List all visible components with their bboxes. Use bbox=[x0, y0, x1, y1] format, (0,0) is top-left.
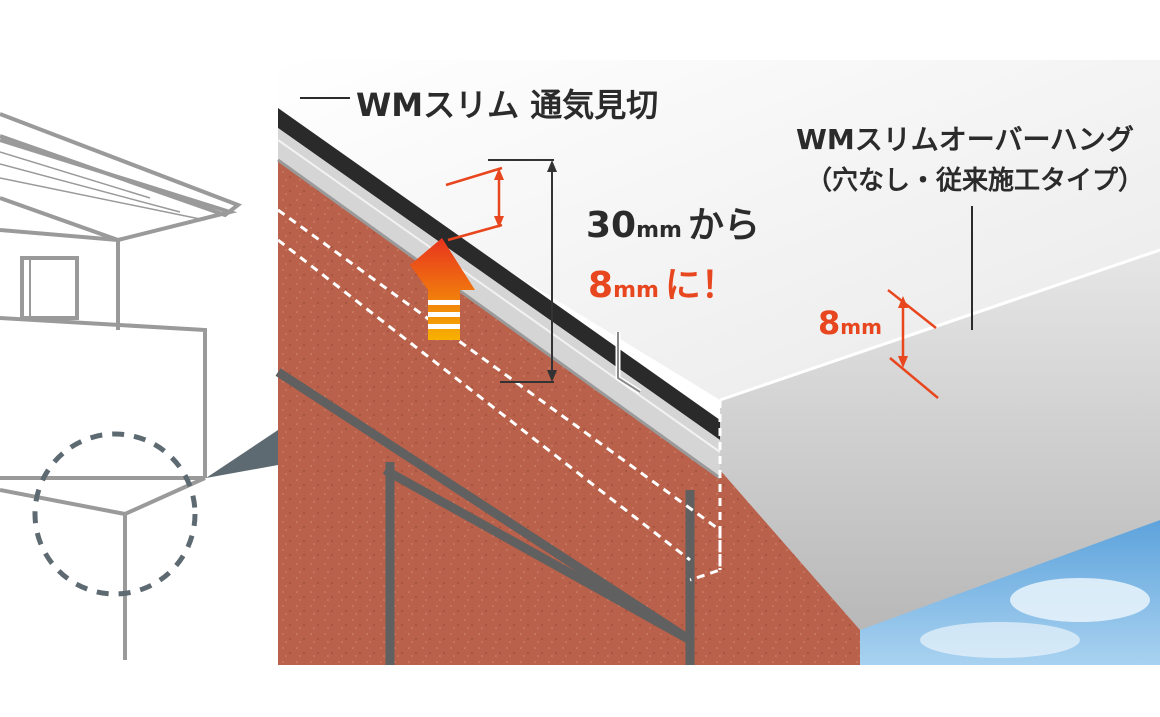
dimension-30mm bbox=[488, 159, 557, 383]
gap-after-number: 8 bbox=[588, 265, 614, 306]
mortar-joints bbox=[275, 368, 695, 665]
vent-cut-label: WMスリム 通気見切 bbox=[356, 86, 659, 124]
dashed-highlight bbox=[277, 208, 722, 582]
soffit bbox=[278, 60, 1160, 400]
overhang-sub-label: （穴なし・従来施工タイプ） bbox=[806, 166, 1145, 196]
house-outline bbox=[0, 112, 243, 660]
callout-pointer bbox=[206, 430, 278, 478]
detail-scene bbox=[275, 60, 1160, 665]
detail-circle bbox=[32, 431, 198, 597]
dimension-8mm-vent bbox=[445, 166, 504, 242]
gap-before-number: 30 bbox=[586, 205, 637, 246]
vent-trim-metal bbox=[278, 128, 720, 478]
dimension-8mm-overhang bbox=[887, 289, 939, 399]
gap-before-unit: mm bbox=[636, 218, 682, 243]
up-arrow-icon bbox=[410, 238, 475, 340]
overhang-gap-unit: mm bbox=[840, 315, 882, 339]
overhang-title-label: WMスリムオーバーハング bbox=[796, 123, 1134, 156]
gap-after-suffix: に！ bbox=[664, 265, 737, 306]
gap-before-suffix: から bbox=[687, 205, 760, 246]
vent-trim-dark bbox=[278, 108, 720, 440]
fascia bbox=[720, 250, 1160, 630]
overhang-gap-label: 8mm bbox=[818, 304, 882, 342]
sky bbox=[860, 520, 1160, 665]
overhang-gap-number: 8 bbox=[818, 304, 841, 342]
gap-after-unit: mm bbox=[613, 278, 659, 303]
